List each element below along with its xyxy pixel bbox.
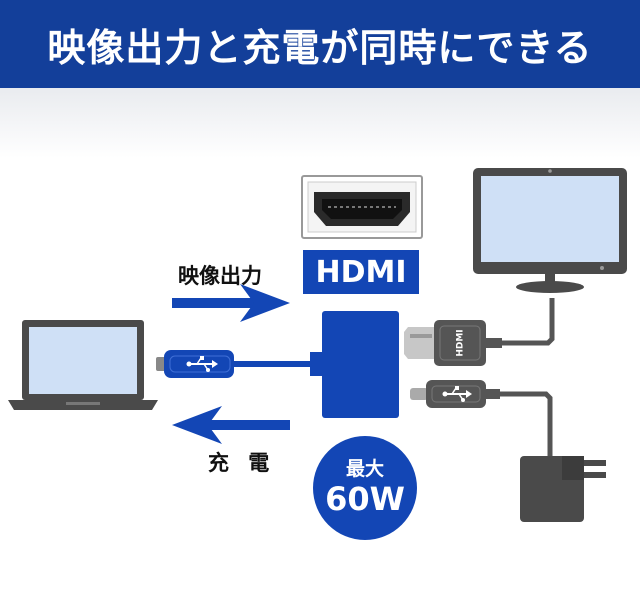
hdmi-plug: HDMI — [404, 320, 502, 366]
monitor-icon — [473, 168, 627, 293]
hdmi-plug-mark: HDMI — [456, 329, 466, 356]
power-adapter-icon — [520, 456, 606, 522]
page-title: 映像出力と充電が同時にできる — [47, 25, 593, 70]
hdmi-cable — [502, 298, 555, 346]
usb-symbol-icon — [186, 356, 218, 372]
video-output-label: 映像出力 — [178, 264, 262, 288]
header-shadow-band — [0, 88, 640, 158]
hdmi-badge: HDMI — [303, 250, 419, 294]
charging-arrow — [172, 406, 290, 444]
adapter-body — [310, 311, 399, 418]
max-power-badge: 最大 60W — [313, 436, 417, 540]
header-banner: 映像出力と充電が同時にできる — [0, 0, 640, 88]
charging-label: 充 電 — [208, 451, 276, 475]
max-power-value: 60W — [325, 480, 405, 518]
video-output-arrow — [172, 284, 290, 322]
max-power-label: 最大 — [345, 458, 384, 480]
adapter-cable — [234, 361, 322, 367]
usb-c-charge-plug — [410, 380, 500, 408]
laptop-icon — [8, 320, 158, 410]
hdmi-port-icon — [301, 175, 423, 239]
charge-cable — [500, 391, 553, 458]
